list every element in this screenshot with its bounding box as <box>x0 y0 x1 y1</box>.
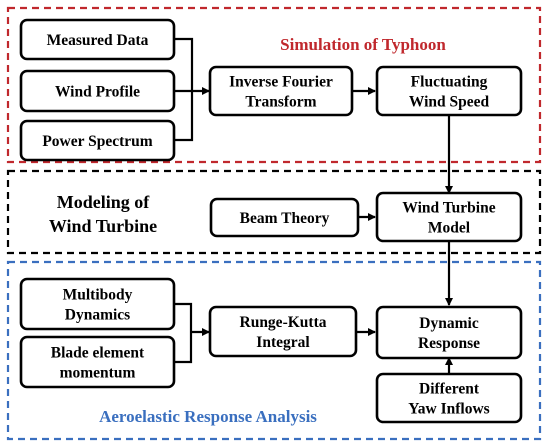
yaw-inflows-box <box>375 372 523 424</box>
multibody-label-line1: Multibody <box>63 286 133 303</box>
fluctuating-wind-box <box>375 65 523 117</box>
multibody-label-line2: Dynamics <box>65 307 130 324</box>
blade-element-label-line2: momentum <box>60 365 136 382</box>
inverse-fourier-label-line2: Transform <box>245 94 316 111</box>
aero-section-title: Aeroelastic Response Analysis <box>99 407 317 426</box>
power-spectrum-box <box>19 119 176 162</box>
typhoon-section-title: Simulation of Typhoon <box>280 35 446 54</box>
power-spectrum-node: Power Spectrum <box>19 119 176 162</box>
multibody-box <box>19 277 176 331</box>
beam-theory-node: Beam Theory <box>209 197 360 238</box>
power-spectrum-label-line1: Power Spectrum <box>42 133 152 150</box>
wind-turbine-model-label-line2: Model <box>428 220 471 237</box>
aero-section-frame <box>6 260 542 441</box>
measured-data-label-line1: Measured Data <box>47 32 149 49</box>
wind-profile-node: Wind Profile <box>19 69 176 113</box>
dynamic-response-label-line2: Response <box>418 335 480 352</box>
dynamic-response-box <box>375 305 523 360</box>
yaw-inflows-label-line2: Yaw Inflows <box>408 401 489 418</box>
beam-theory-label-line1: Beam Theory <box>240 210 330 227</box>
yaw-inflows-label-line1: Different <box>419 380 480 397</box>
dynamic-response-label-line1: Dynamic <box>419 315 479 332</box>
measured-data-connector <box>174 37 194 91</box>
turbine-section-title-line2: Wind Turbine <box>49 216 157 236</box>
wind-profile-label-line1: Wind Profile <box>55 83 140 100</box>
turbine-section-frame <box>6 169 542 255</box>
blade-element-node: Blade element momentum <box>19 335 176 389</box>
runge-kutta-label-line1: Runge-Kutta <box>240 314 327 331</box>
blade-element-box <box>19 335 176 389</box>
power-spectrum-connector <box>174 91 194 142</box>
blade-element-label-line1: Blade element <box>51 344 145 361</box>
beam-theory-box <box>209 197 360 238</box>
measured-data-node: Measured Data <box>19 18 176 61</box>
inverse-fourier-label-line1: Inverse Fourier <box>229 73 333 90</box>
fluctuating-wind-label-line2: Wind Speed <box>409 94 490 111</box>
turbine-section-title-line1: Modeling of <box>57 192 151 212</box>
runge-kutta-box <box>208 305 358 358</box>
runge-kutta-label-line2: Integral <box>256 334 310 351</box>
fluctuating-wind-label-line1: Fluctuating <box>411 73 488 90</box>
wind-turbine-model-label-line1: Wind Turbine <box>402 199 495 216</box>
measured-data-box <box>19 18 176 61</box>
blade-element-connector <box>174 332 193 364</box>
wind-turbine-model-box <box>375 191 523 243</box>
wind-profile-box <box>19 69 176 113</box>
inverse-fourier-box <box>208 65 354 117</box>
typhoon-section-frame <box>6 6 542 164</box>
multibody-connector <box>174 302 193 332</box>
